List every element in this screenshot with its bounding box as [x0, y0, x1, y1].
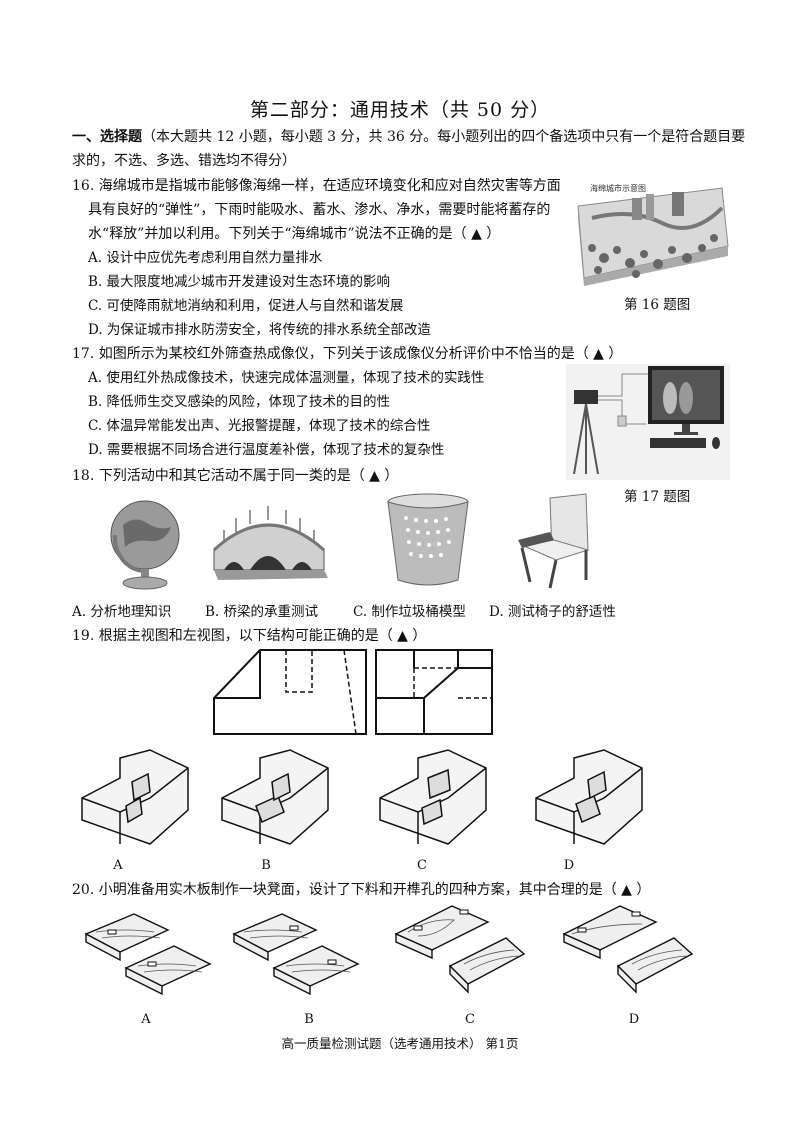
q17-option-b: B. 降低师生交叉感染的风险，体现了技术的目的性 [88, 394, 391, 410]
section-description: （本大题共 12 小题，每小题 3 分，共 36 分。每小题列出的四个备选项中只… [142, 129, 746, 145]
q16-figure-caption: 第 16 题图 [624, 297, 691, 313]
q16-sponge-city-figure: 海绵城市示意图 [577, 183, 729, 286]
q17-option-c: C. 体温异常能发出声、光报警提醒，体现了技术的综合性 [88, 418, 431, 434]
q19-label-d: D [563, 858, 575, 873]
q18-option-c: C. 制作垃圾桶模型 [353, 604, 466, 620]
q17-stem: 17. 如图所示为某校红外筛查热成像仪，下列关于该成像仪分析评价中不恰当的是（ … [72, 346, 623, 362]
q16-stem-3: 水“释放”并加以利用。下列关于“海绵城市”说法不正确的是（ ▲ ） [88, 226, 501, 242]
section-heading-line: 一、选择题（本大题共 12 小题，每小题 3 分，共 36 分。每小题列出的四个… [72, 127, 745, 147]
globe-image [110, 500, 180, 590]
q19-front-view [213, 649, 367, 735]
q20-label-a: A [141, 1012, 151, 1027]
q20-stem: 20. 小明准备用实木板制作一块凳面，设计了下料和开榫孔的四种方案，其中合理的是… [72, 882, 651, 898]
q19-option-c-figure [379, 749, 487, 845]
q19-side-view [375, 649, 493, 735]
q19-stem: 19. 根据主视图和左视图，以下结构可能正确的是（ ▲ ） [72, 628, 427, 644]
bridge-image [212, 506, 328, 580]
q20-option-c-figure [394, 905, 526, 994]
q19-option-d-figure [535, 749, 643, 845]
q19-option-b-figure [221, 749, 329, 845]
chair-image [518, 493, 590, 589]
q20-label-b: B [304, 1012, 314, 1027]
section-description-2: 求的，不选、多选、错选均不得分） [72, 153, 296, 169]
q17-figure-caption: 第 17 题图 [624, 489, 691, 505]
q17-option-d: D. 需要根据不同场合进行温度差补偿，体现了技术的复杂性 [88, 442, 445, 458]
q19-label-a: A [113, 858, 123, 873]
q20-option-b-figure [232, 913, 360, 996]
q16-stem-1: 16. 海绵城市是指城市能够像海绵一样，在适应环境变化和应对自然灾害等方面 [72, 178, 561, 194]
page-footer: 高一质量检测试题（选考通用技术） 第1页 [281, 1036, 519, 1051]
q19-label-b: B [261, 858, 271, 873]
q16-option-d: D. 为保证城市排水防涝安全，将传统的排水系统全部改造 [88, 322, 431, 338]
q16-figure-label: 海绵城市示意图 [590, 183, 646, 193]
q18-option-d: D. 测试椅子的舒适性 [489, 604, 616, 620]
q20-label-c: C [465, 1012, 475, 1027]
page-title: 第二部分：通用技术（共 50 分） [249, 99, 551, 121]
q16-option-c: C. 可使降雨就地消纳和利用，促进人与自然和谐发展 [88, 298, 404, 314]
q16-stem-2: 具有良好的“弹性”，下雨时能吸水、蓄水、渗水、净水，需要时能将蓄存的 [88, 202, 551, 218]
q20-option-d-figure [562, 905, 694, 994]
q16-option-a: A. 设计中应优先考虑利用自然力量排水 [88, 250, 323, 266]
q20-label-d: D [628, 1012, 640, 1027]
q19-option-a-figure [81, 749, 189, 845]
q19-label-c: C [417, 858, 427, 873]
trash-can-image [387, 493, 469, 586]
section-heading: 一、选择题 [72, 129, 142, 145]
q16-option-b: B. 最大限度地减少城市开发建设对生态环境的影响 [88, 274, 391, 290]
q18-stem: 18. 下列活动中和其它活动不属于同一类的是（ ▲ ） [72, 468, 399, 484]
q17-option-a: A. 使用红外热成像技术，快速完成体温测量，体现了技术的实践性 [88, 370, 485, 386]
q20-option-a-figure [84, 913, 212, 996]
q17-thermal-camera-figure [566, 364, 730, 480]
q18-option-b: B. 桥梁的承重测试 [205, 604, 319, 620]
q18-option-a: A. 分析地理知识 [72, 604, 172, 620]
